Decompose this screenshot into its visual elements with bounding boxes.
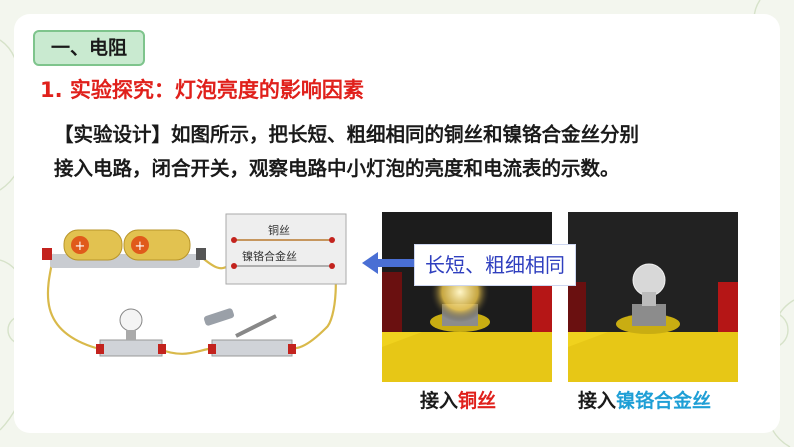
bulb-icon xyxy=(119,308,143,332)
caption-copper-prefix: 接入 xyxy=(420,390,459,412)
nichrome-wire-label: 镍铬合金丝 xyxy=(242,249,297,263)
photo-copper-wire-bulb xyxy=(382,212,552,382)
battery-terminal-right xyxy=(196,248,206,260)
switch-lever xyxy=(235,314,277,338)
battery-terminal-left xyxy=(42,248,52,260)
caption-copper-highlight: 铜丝 xyxy=(458,390,497,412)
battery-plus-icon-2 xyxy=(131,236,149,254)
dim-bulb-icon xyxy=(632,263,666,297)
caption-nichrome: 接入镍铬合金丝 xyxy=(578,386,711,413)
description-line-1: 【实验设计】如图所示，把长短、粗细相同的铜丝和镍铬合金丝分别 xyxy=(54,123,640,146)
left-arrow-icon xyxy=(362,252,414,274)
experiment-subtitle: 1. 实验探究：灯泡亮度的影响因素 xyxy=(40,78,364,102)
caption-nichrome-prefix: 接入 xyxy=(578,390,617,412)
section-tag: 一、电阻 xyxy=(33,30,145,66)
photo-nichrome-wire-bulb xyxy=(568,212,738,382)
caption-nichrome-highlight: 镍铬合金丝 xyxy=(616,390,712,412)
same-size-label: 长短、粗细相同 xyxy=(414,244,576,286)
battery-plus-2: + xyxy=(135,239,146,254)
experiment-description: 【实验设计】如图所示，把长短、粗细相同的铜丝和镍铬合金丝分别 接入电路，闭合开关… xyxy=(54,118,774,186)
battery-plus-icon-1 xyxy=(71,236,89,254)
copper-wire-label: 铜丝 xyxy=(268,223,290,237)
caption-copper: 接入铜丝 xyxy=(420,386,496,413)
bulb-stand xyxy=(99,339,163,357)
switch-handle xyxy=(203,308,235,326)
switch-base xyxy=(211,339,293,357)
description-line-2: 接入电路，闭合开关，观察电路中小灯泡的亮度和电流表的示数。 xyxy=(54,157,620,180)
circuit-diagram: + + 铜丝 镍铬合金丝 xyxy=(42,213,347,357)
wire-board xyxy=(225,213,347,285)
battery-plus-1: + xyxy=(75,239,86,254)
